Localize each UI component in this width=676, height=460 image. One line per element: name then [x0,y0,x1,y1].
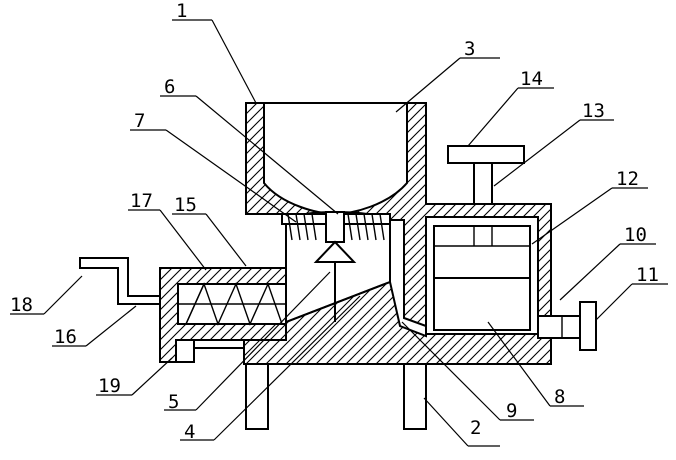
callout-7: 7 [134,110,145,132]
callout-1: 1 [176,0,187,22]
right-support-leg [404,364,426,429]
callout-2: 2 [470,417,481,439]
press-top-plate [448,146,524,163]
callout-6: 6 [164,76,175,98]
callout-9: 9 [506,400,517,422]
center-shaft-hub [326,212,344,242]
callout-18: 18 [10,294,33,316]
upper-cylinder-block [434,226,530,278]
callout-11: 11 [636,264,659,286]
callout-4: 4 [184,421,195,443]
callout-3: 3 [464,38,475,60]
callout-16: 16 [54,326,77,348]
callout-17: 17 [130,190,153,212]
left-support-leg [246,364,268,429]
callout-8: 8 [554,386,565,408]
lower-motor-block [434,278,530,330]
callout-15: 15 [174,194,197,216]
conveyor-outlet [176,340,194,362]
callout-12: 12 [616,168,639,190]
crank-handle [80,258,160,304]
callout-14: 14 [520,68,543,90]
feed-hopper [264,103,407,214]
callout-5: 5 [168,391,179,413]
callout-19: 19 [98,375,121,397]
press-stem [474,163,492,204]
callout-13: 13 [582,100,605,122]
shaft-end-cap [580,302,596,350]
output-shaft [538,316,580,338]
callout-10: 10 [624,224,647,246]
